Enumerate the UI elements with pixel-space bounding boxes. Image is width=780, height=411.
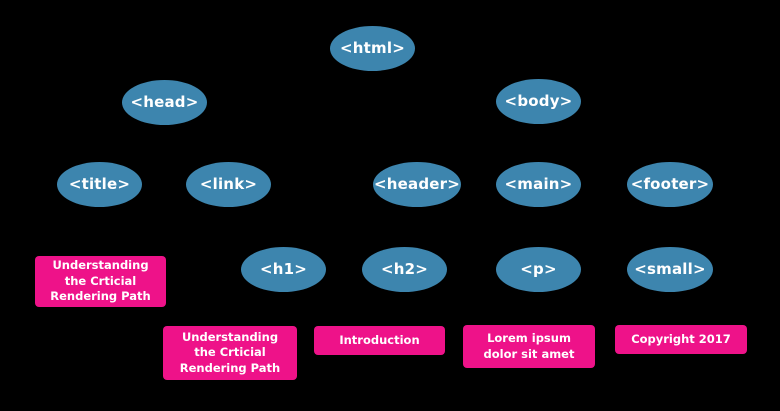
- node-title[interactable]: <title>: [57, 162, 142, 207]
- node-link-label: <link>: [199, 175, 258, 193]
- node-p[interactable]: <p>: [496, 247, 581, 292]
- node-small[interactable]: <small>: [627, 247, 713, 292]
- node-small-label: <small>: [634, 260, 706, 278]
- text-node-h2[interactable]: Introduction: [314, 326, 445, 355]
- node-body-label: <body>: [504, 92, 573, 110]
- node-p-label: <p>: [520, 260, 557, 278]
- text-node-p[interactable]: Lorem ipsum dolor sit amet: [463, 325, 595, 368]
- node-footer[interactable]: <footer>: [627, 162, 713, 207]
- text-node-h2-label: Introduction: [339, 332, 420, 347]
- text-node-small-label: Copyright 2017: [631, 331, 731, 346]
- node-head-label: <head>: [130, 93, 199, 111]
- node-link[interactable]: <link>: [186, 162, 271, 207]
- text-node-title[interactable]: Understanding the Crticial Rendering Pat…: [35, 256, 166, 307]
- node-footer-label: <footer>: [630, 175, 710, 193]
- text-node-small[interactable]: Copyright 2017: [615, 325, 747, 354]
- node-html[interactable]: <html>: [330, 26, 415, 71]
- node-head[interactable]: <head>: [122, 80, 207, 125]
- node-h2-label: <h2>: [380, 260, 429, 278]
- text-node-title-label: Understanding the Crticial Rendering Pat…: [50, 258, 151, 304]
- node-h1[interactable]: <h1>: [241, 247, 326, 292]
- node-title-label: <title>: [68, 175, 131, 193]
- node-header[interactable]: <header>: [373, 162, 461, 207]
- node-h2[interactable]: <h2>: [362, 247, 447, 292]
- text-node-h1-label: Understanding the Crticial Rendering Pat…: [179, 329, 281, 375]
- node-header-label: <header>: [373, 175, 461, 193]
- node-main-label: <main>: [504, 175, 573, 193]
- node-h1-label: <h1>: [259, 260, 308, 278]
- node-html-label: <html>: [340, 39, 405, 57]
- node-main[interactable]: <main>: [496, 162, 581, 207]
- node-body[interactable]: <body>: [496, 79, 581, 124]
- text-node-h1[interactable]: Understanding the Crticial Rendering Pat…: [163, 326, 297, 380]
- text-node-p-label: Lorem ipsum dolor sit amet: [483, 330, 575, 361]
